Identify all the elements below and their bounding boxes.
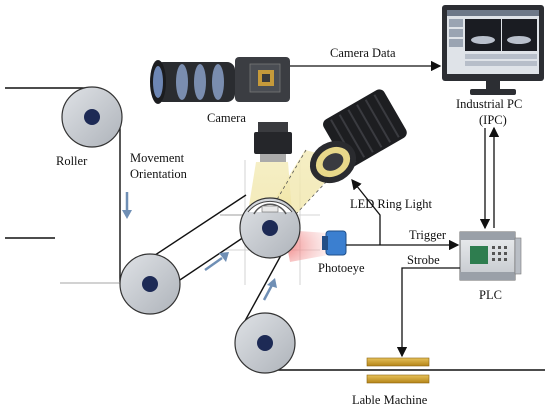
trigger-to-light-arrow bbox=[351, 178, 381, 245]
plc-icon bbox=[459, 231, 522, 281]
movement-label: Movement bbox=[130, 151, 185, 165]
roller-core bbox=[142, 276, 158, 292]
movement-arrow-down bbox=[122, 192, 132, 219]
roller-core bbox=[262, 220, 278, 236]
industrial-pc-icon bbox=[442, 5, 544, 95]
plc-label: PLC bbox=[479, 288, 502, 302]
roller-3 bbox=[239, 197, 301, 259]
camera-label: Camera bbox=[207, 111, 246, 125]
ipc-label: (IPC) bbox=[479, 113, 507, 127]
label-machine-label: Lable Machine bbox=[352, 393, 428, 407]
photoeye-label: Photoeye bbox=[318, 261, 365, 275]
label-machine-icon bbox=[366, 357, 430, 384]
industrial-pc-label: Industrial PC bbox=[456, 97, 522, 111]
led-ring-light-label: LED Ring Light bbox=[350, 197, 432, 211]
roller-4 bbox=[234, 312, 296, 374]
roller-core bbox=[84, 109, 100, 125]
led-ring-light-icon bbox=[309, 89, 407, 184]
roller-label: Roller bbox=[56, 154, 88, 168]
strobe-label: Strobe bbox=[407, 253, 440, 267]
camera-data-label: Camera Data bbox=[330, 46, 396, 60]
movement-arrow-up-2 bbox=[262, 278, 277, 301]
roller-core bbox=[257, 335, 273, 351]
roller-2 bbox=[119, 253, 181, 315]
camera-icon bbox=[150, 57, 290, 104]
strobe-arrow bbox=[396, 267, 460, 358]
trigger-label: Trigger bbox=[409, 228, 447, 242]
movement-arrow-up-1 bbox=[204, 252, 229, 272]
inspection-lens-icon bbox=[254, 122, 292, 162]
roller-1 bbox=[61, 86, 123, 148]
connections bbox=[290, 60, 500, 358]
orientation-label: Orientation bbox=[130, 167, 188, 181]
web-path bbox=[5, 87, 545, 371]
photoeye-icon bbox=[322, 230, 347, 256]
